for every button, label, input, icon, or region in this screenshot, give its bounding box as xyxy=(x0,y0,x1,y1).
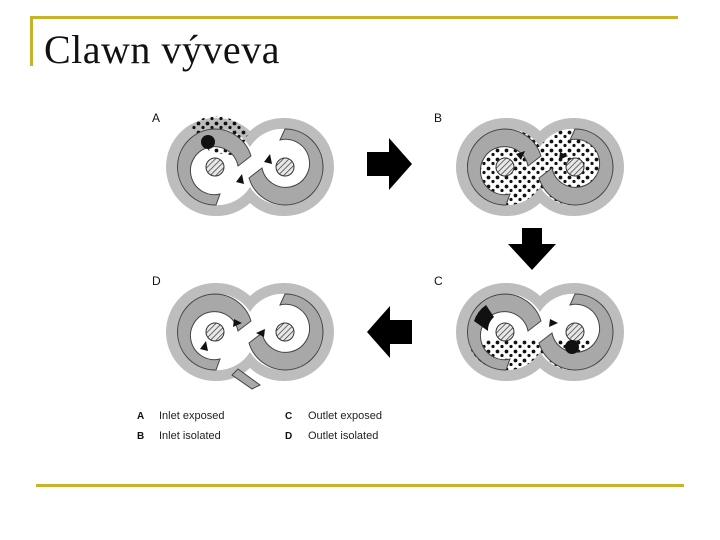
legend-key-b: B xyxy=(137,431,144,442)
legend-text-b: Inlet isolated xyxy=(159,430,221,442)
arrow-down xyxy=(508,228,556,270)
legend-text-d: Outlet isolated xyxy=(308,430,378,442)
panel-label-c: C xyxy=(434,274,443,288)
panel-b xyxy=(456,117,624,217)
panel-d xyxy=(166,282,334,390)
panel-label-b: B xyxy=(434,111,442,125)
legend-text-c: Outlet exposed xyxy=(308,410,382,422)
slide-title: Clawn výveva xyxy=(44,27,280,72)
arrow-left xyxy=(367,306,412,358)
legend-key-d: D xyxy=(285,431,292,442)
panel-a xyxy=(166,116,334,217)
legend-key-c: C xyxy=(285,411,292,422)
panel-label-a: A xyxy=(152,111,160,125)
arrow-right xyxy=(367,138,412,190)
panel-label-d: D xyxy=(152,274,161,288)
legend-key-a: A xyxy=(137,411,144,422)
top-accent-line xyxy=(30,16,678,19)
legend: A Inlet exposed B Inlet isolated C Outle… xyxy=(137,410,382,442)
bottom-accent-line xyxy=(36,484,684,487)
left-accent-line xyxy=(30,16,33,66)
legend-text-a: Inlet exposed xyxy=(159,410,224,422)
panel-c xyxy=(456,282,624,382)
